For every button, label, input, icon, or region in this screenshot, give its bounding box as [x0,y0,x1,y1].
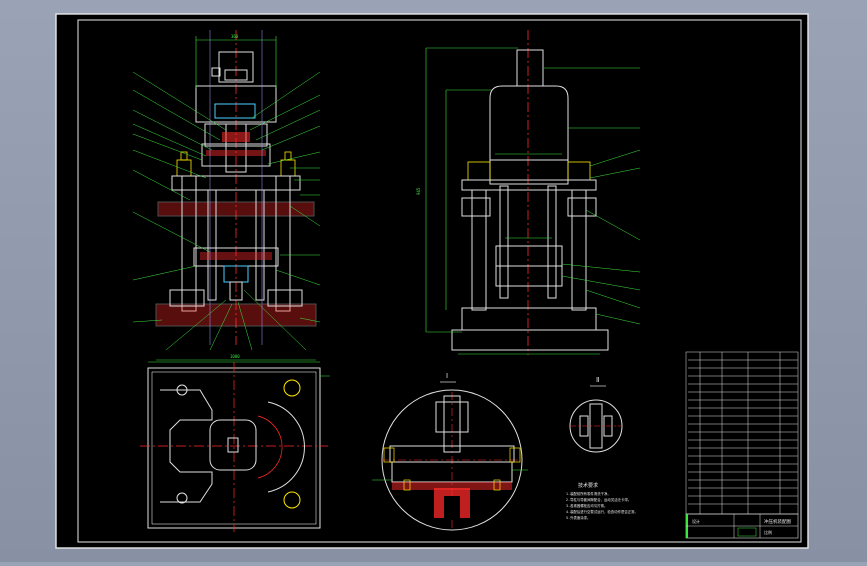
tech-req-line-5: 5.外表面涂漆。 [566,515,590,520]
drawing-frame [77,19,802,543]
scale-label: 比例 [764,529,772,535]
parts-list-table [685,351,799,515]
detail-view-1: Ⅰ [372,372,528,531]
tech-req-line-1: 1.装配前所有零件清洗干净。 [566,491,611,496]
top-width-dim: 360 [231,34,239,39]
side-view: 945 [416,30,641,355]
tech-req-line-3: 3.各紧固螺栓应均匀拧紧。 [566,503,607,508]
detail-view-2: Ⅱ [569,376,623,453]
base-width-dim: 1000 [230,354,240,359]
overall-height-dim: 945 [416,187,421,195]
drawing-title: 冲压机装配图 [764,518,791,525]
tech-req-line-4: 4.装配后进行空载试运行，检查动作是否正常。 [566,509,638,514]
tech-req-title: 技术要求 [578,482,598,489]
front-view: 360 1000 [132,30,321,361]
title-block: 冲压机装配图 比例 设计 [685,513,799,539]
plan-view [140,361,330,532]
sheet-border [55,13,809,549]
drawn-label: 设计 [692,518,700,524]
tech-req-line-2: 2.导柱与导套间隙配合，运动灵活无卡滞。 [566,497,631,502]
section-label-1: Ⅰ [446,372,448,380]
technical-requirements: 技术要求 1.装配前所有零件清洗干净。 2.导柱与导套间隙配合，运动灵活无卡滞。… [566,482,638,520]
section-label-2: Ⅱ [596,376,599,384]
